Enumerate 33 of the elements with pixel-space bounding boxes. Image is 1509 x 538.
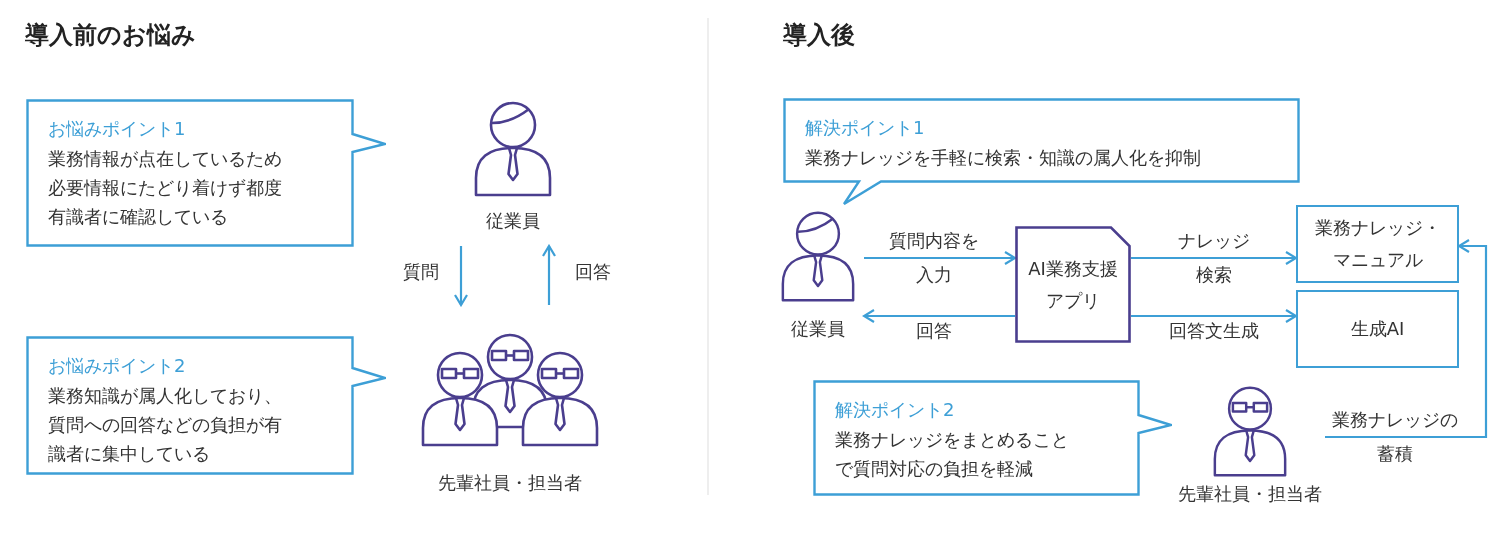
callout-heading: 解決ポイント2: [835, 398, 955, 422]
section-heading: 導入前のお悩み: [25, 20, 196, 51]
person-label: 先輩社員・担当者: [1177, 482, 1323, 506]
box-label: 業務ナレッジ・マニュアル: [1313, 216, 1442, 272]
callout-heading: 解決ポイント1: [805, 116, 925, 140]
edge-label: 業務ナレッジの蓄積: [1331, 408, 1459, 466]
person-label: 先輩社員・担当者: [437, 471, 583, 495]
arrow: [862, 308, 1015, 324]
arrow: [453, 246, 469, 307]
arrow: [1131, 308, 1298, 324]
callout-text: 業務ナレッジを手軽に検索・知識の属人化を抑制: [805, 146, 1201, 170]
arrow: [864, 250, 1017, 266]
edge-label: 質問内容を入力: [888, 229, 980, 287]
callout-text: 業務ナレッジをまとめることで質問対応の負担を軽減: [835, 428, 1070, 481]
process-box: [1296, 205, 1459, 283]
person-label: 従業員: [485, 209, 541, 233]
process-box: [1296, 290, 1459, 368]
callout-text: 業務知識が属人化しており、質問への回答などの負担が有識者に集中している: [48, 384, 283, 466]
arrow: [1325, 238, 1488, 439]
edge-label: ナレッジ検索: [1177, 229, 1251, 287]
person-label: 従業員: [790, 317, 846, 341]
box-label: 生成AI: [1349, 317, 1406, 341]
section-heading: 導入後: [783, 20, 855, 51]
callout-heading: お悩みポイント1: [48, 117, 186, 141]
edge-label: 回答: [915, 319, 953, 343]
arrow: [1131, 250, 1298, 266]
arrow: [541, 244, 557, 305]
callout-heading: お悩みポイント2: [48, 354, 186, 378]
edge-label: 質問: [402, 260, 440, 284]
edge-label: 回答: [574, 260, 612, 284]
app-label: AI業務支援アプリ: [1027, 256, 1119, 313]
edge-label: 回答文生成: [1168, 319, 1260, 343]
callout-text: 業務情報が点在しているため必要情報にたどり着けず都度有識者に確認している: [48, 147, 283, 229]
